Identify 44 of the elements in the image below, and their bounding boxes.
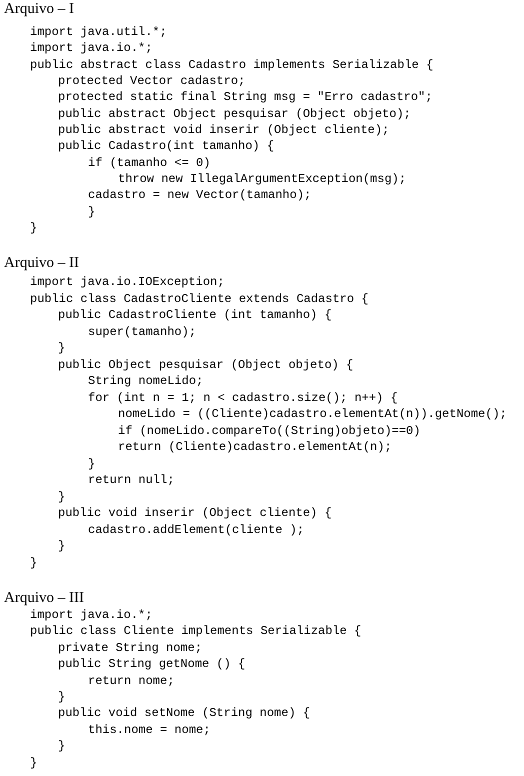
code-line: } bbox=[58, 538, 66, 554]
code-line: protected static final String msg = "Erro cadastro"; bbox=[58, 89, 432, 106]
code-line: public Object pesquisar (Object objeto) { bbox=[58, 356, 354, 372]
code-line: public CadastroCliente (int tamanho) { bbox=[58, 307, 332, 323]
code-line: public abstract void inserir (Object cliente); bbox=[58, 122, 390, 138]
code-line: cadastro = new Vector(tamanho); bbox=[88, 187, 312, 204]
code-line: import java.io.IOException; bbox=[30, 274, 224, 290]
section-heading: Arquivo – III bbox=[4, 590, 84, 606]
code-line: import java.util.*; bbox=[30, 24, 167, 40]
section-heading: Arquivo – II bbox=[4, 255, 79, 271]
code-line: return nome; bbox=[88, 672, 174, 689]
code-line: public class Cliente implements Serializable { bbox=[30, 623, 362, 640]
code-line: public abstract class Cadastro implements Serializable { bbox=[30, 56, 434, 73]
code-line: public class CadastroCliente extends Cadastro { bbox=[30, 290, 368, 306]
code-line: String nomeLido; bbox=[88, 373, 204, 389]
code-line: this.nome = nome; bbox=[88, 722, 210, 738]
code-line: if (nomeLido.compareTo((String)objeto)==0) bbox=[118, 422, 420, 438]
code-line: return (Cliente)cadastro.elementAt(n); bbox=[118, 439, 392, 455]
code-line: public abstract Object pesquisar (Object objeto); bbox=[58, 106, 411, 122]
code-line: } bbox=[30, 754, 38, 771]
code-line: } bbox=[58, 689, 66, 705]
code-line: } bbox=[58, 340, 66, 356]
code-line: return null; bbox=[88, 472, 174, 488]
code-line: super(tamanho); bbox=[88, 324, 196, 340]
code-line: nomeLido = ((Cliente)cadastro.elementAt(n)).getNome(); bbox=[118, 406, 507, 422]
code-line: if (tamanho <= 0) bbox=[88, 154, 210, 171]
code-line: public void inserir (Object cliente) { bbox=[58, 505, 332, 521]
code-line: for (int n = 1; n < cadastro.size(); n++) { bbox=[88, 390, 398, 406]
section-heading: Arquivo – I bbox=[4, 1, 74, 17]
code-line: public void setNome (String nome) { bbox=[58, 705, 310, 722]
code-line: } bbox=[58, 738, 66, 754]
code-line: } bbox=[58, 488, 66, 504]
code-line: import java.io.*; bbox=[30, 40, 152, 56]
code-line: cadastro.addElement(cliente ); bbox=[88, 522, 304, 538]
code-line: } bbox=[88, 456, 96, 472]
code-line: public String getNome () { bbox=[58, 656, 246, 672]
code-line: } bbox=[30, 220, 38, 236]
code-line: public Cadastro(int tamanho) { bbox=[58, 138, 274, 154]
code-line: protected Vector cadastro; bbox=[58, 72, 246, 89]
code-line: import java.io.*; bbox=[30, 607, 152, 623]
code-line: throw new IllegalArgumentException(msg); bbox=[118, 170, 406, 187]
code-line: private String nome; bbox=[58, 640, 202, 656]
code-line: } bbox=[30, 554, 38, 570]
code-line: } bbox=[88, 204, 96, 220]
